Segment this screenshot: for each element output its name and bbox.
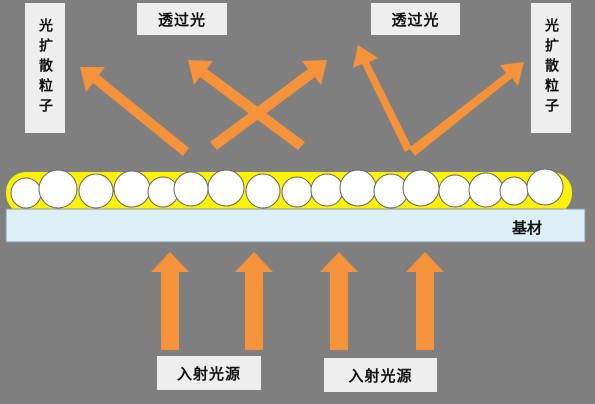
particle — [339, 169, 377, 207]
transmitted-light-label-left: 透过光 — [137, 3, 227, 35]
particle — [10, 177, 42, 209]
scatter-arrow-cross-a — [188, 60, 305, 150]
incident-arrow-3 — [320, 252, 358, 350]
particle — [245, 173, 281, 209]
particle — [281, 176, 313, 208]
incident-arrow-4 — [406, 252, 444, 350]
scattered-arrows — [80, 45, 524, 156]
incident-arrow-2 — [235, 252, 273, 350]
particle — [438, 174, 472, 208]
particle — [113, 170, 151, 208]
diffusion-particle-label-right: 光扩散粒子 — [531, 3, 571, 133]
particle — [173, 171, 209, 207]
scatter-arrow-right-inner — [353, 45, 412, 152]
particle — [402, 169, 440, 207]
particle — [147, 176, 179, 208]
diffusion-particle-label-left: 光扩散粒子 — [25, 3, 65, 133]
incident-light-source-label-left: 入射光源 — [157, 356, 261, 390]
particle — [526, 168, 564, 206]
incident-arrows — [151, 252, 444, 350]
incident-light-source-label-right: 入射光源 — [324, 358, 437, 392]
particle — [310, 173, 344, 207]
substrate-label: 基材 — [511, 219, 542, 237]
particle — [38, 169, 78, 209]
particle — [468, 172, 504, 208]
particle — [207, 169, 245, 207]
substrate-bar — [5, 208, 586, 243]
scatter-arrow-cross-b — [210, 60, 327, 150]
scatter-arrow-left-outer — [80, 67, 189, 156]
incident-arrow-1 — [151, 252, 189, 350]
transmitted-light-label-right: 透过光 — [371, 3, 460, 35]
particle-layer — [6, 168, 572, 214]
scatter-arrow-right-outer — [409, 62, 524, 156]
particle — [499, 176, 529, 206]
particles — [10, 168, 564, 209]
particle — [78, 173, 114, 209]
